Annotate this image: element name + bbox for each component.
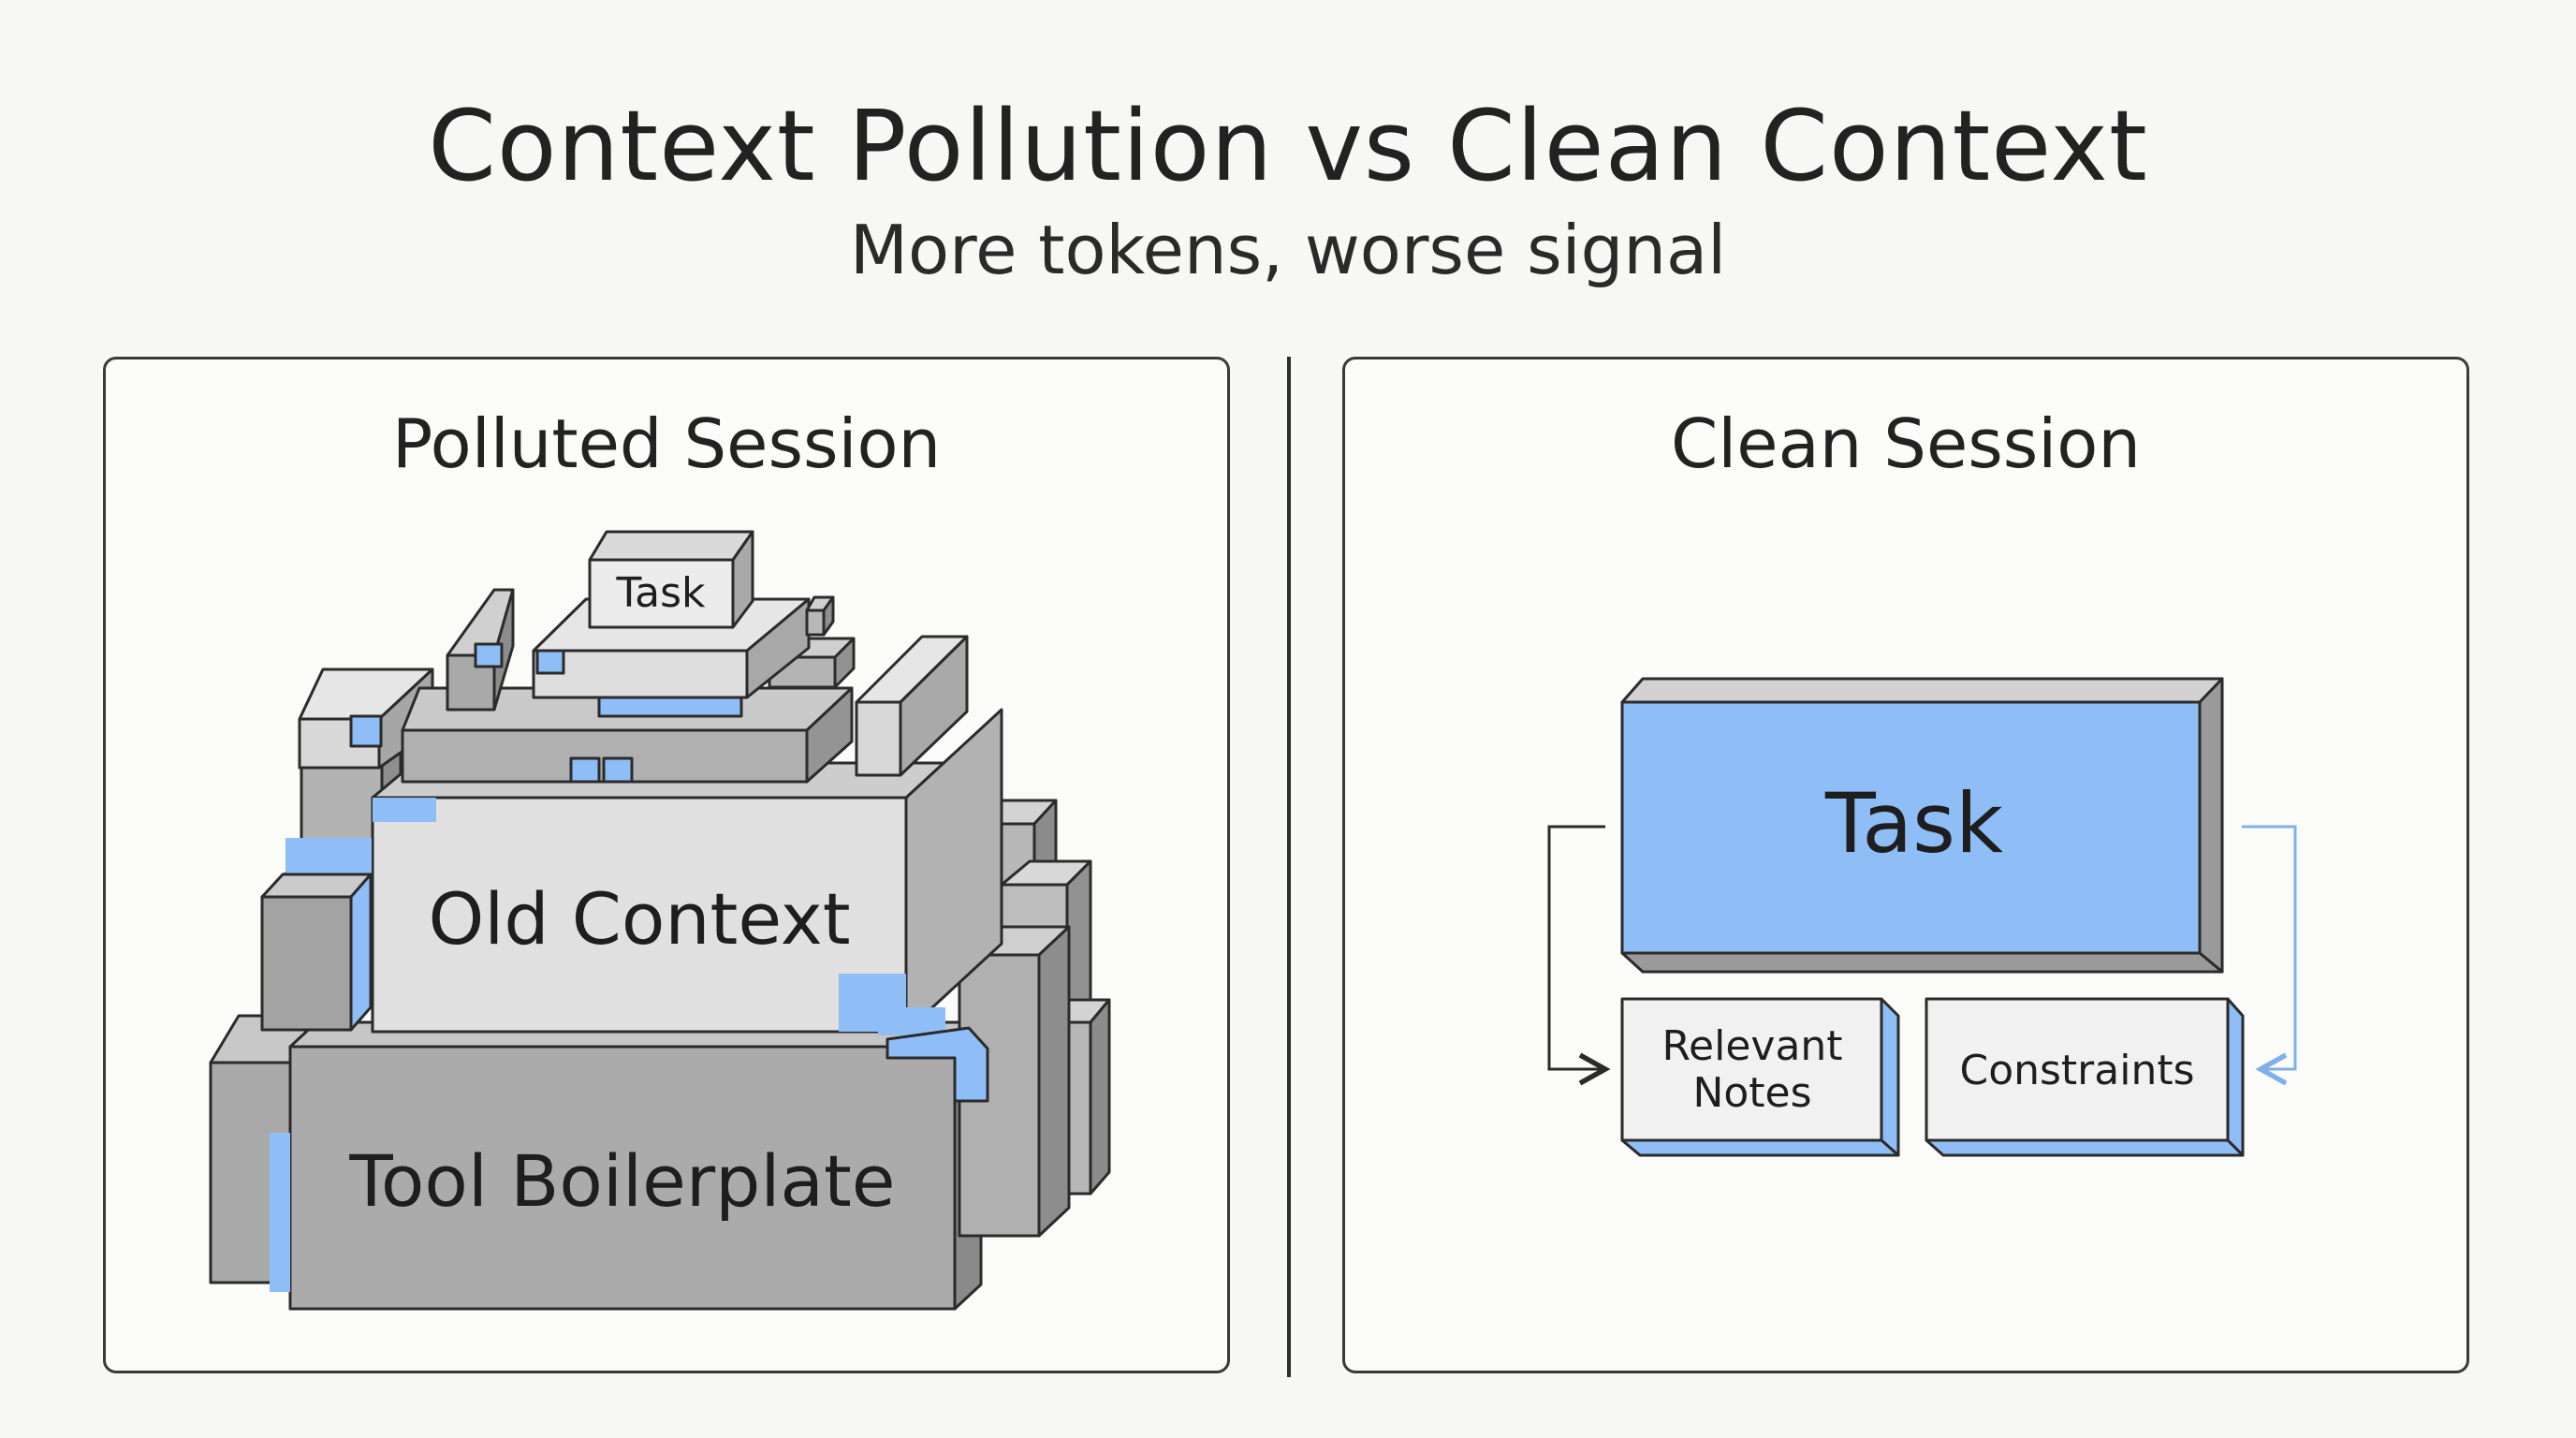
clutter-block-top-left <box>446 588 515 712</box>
page-title: Context Pollution vs Clean Context <box>428 89 2148 203</box>
task-to-notes-arrow <box>1547 825 1611 1086</box>
boilerplate-accent-corner <box>886 1026 989 1103</box>
old-context-label: Old Context <box>428 877 850 961</box>
clutter-slab-top-right <box>855 635 969 777</box>
constraints-block <box>1925 997 2245 1157</box>
polluted-session-title: Polluted Session <box>391 404 942 483</box>
panel-divider <box>1287 357 1291 1377</box>
clean-task-label: Task <box>1824 775 2003 872</box>
tool-boilerplate-label: Tool Boilerplate <box>348 1139 895 1223</box>
polluted-task-label: Task <box>616 569 706 617</box>
relevant-notes-label-line2: Notes <box>1692 1069 1811 1117</box>
clean-task-block <box>1620 677 2224 974</box>
relevant-notes-block <box>1620 997 1900 1157</box>
page-subtitle: More tokens, worse signal <box>849 211 1727 289</box>
constraints-label: Constraints <box>1959 1047 2194 1094</box>
clutter-box-front-left <box>260 873 373 1032</box>
clutter-cube-near-task <box>805 595 835 637</box>
clutter-block-upper-left <box>298 668 434 770</box>
polluted-task-block <box>588 530 754 629</box>
clean-session-title: Clean Session <box>1671 404 2141 483</box>
clean-block-group <box>1620 677 2245 1157</box>
relevant-notes-label-line1: Relevant <box>1661 1022 1842 1070</box>
polluted-block-stack <box>209 530 1111 1311</box>
clutter-tower-right-front <box>958 925 1071 1238</box>
task-to-constraints-arrow <box>2242 825 2297 1086</box>
